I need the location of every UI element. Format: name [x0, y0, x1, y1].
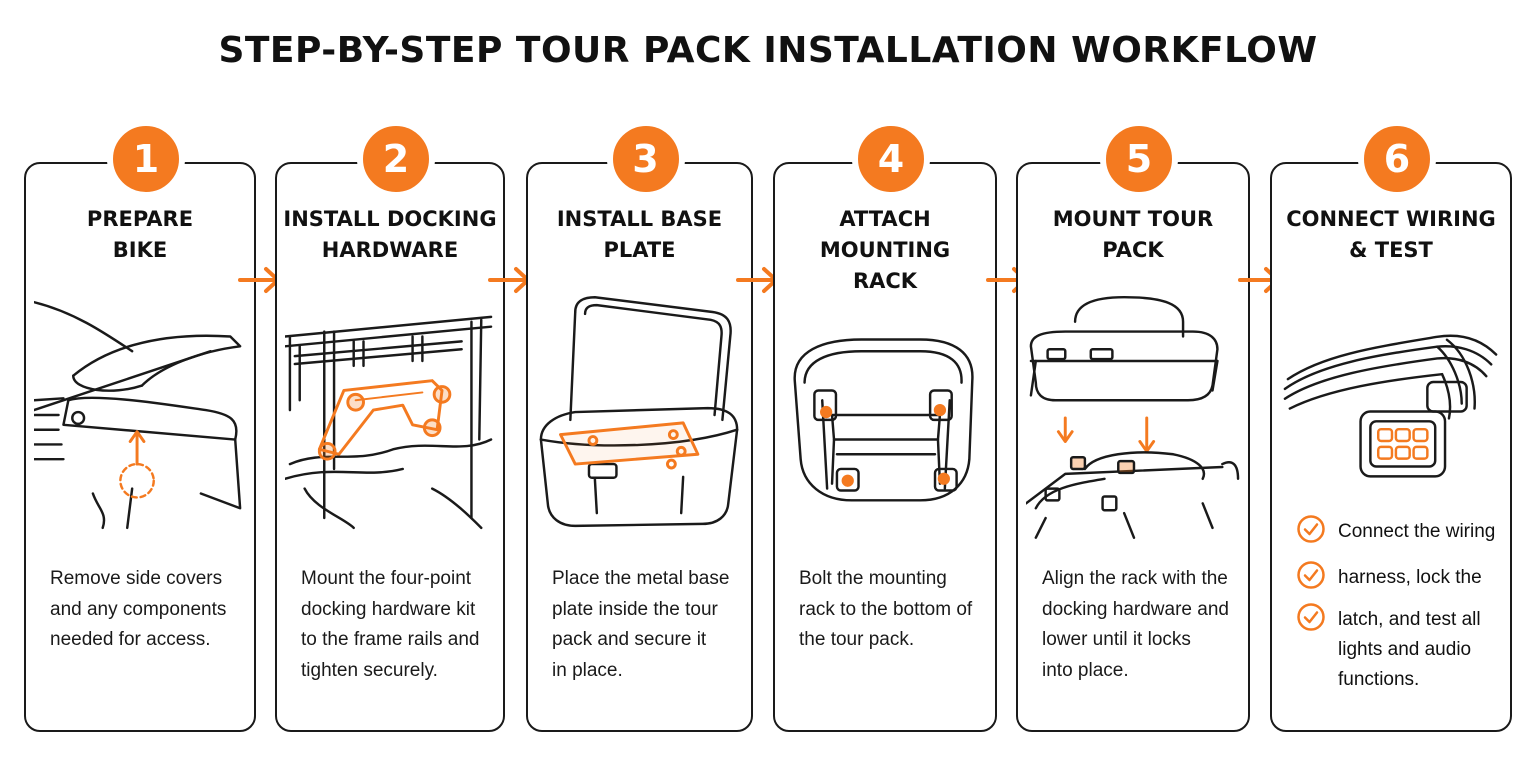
checklist-text: latch, and test all: [1338, 609, 1481, 630]
description-line: needed for access.: [50, 629, 211, 650]
step-title: CONNECT WIRING & TEST: [1278, 204, 1504, 266]
step-description: Align the rack with the docking hardware…: [1042, 564, 1234, 686]
description-line: into place.: [1042, 659, 1129, 681]
step-title-line: HARDWARE: [321, 238, 459, 262]
description-line: Align the rack with the: [1042, 568, 1228, 589]
step-card-4: 4 ATTACH MOUNTING RACK Bolt the mounting…: [773, 120, 997, 732]
description-line: docking hardware and: [1042, 598, 1229, 620]
step-title-line: CONNECT WIRING: [1286, 207, 1496, 231]
motorcycle-side-cover-icon: [32, 290, 246, 540]
step-number-badge: 5: [1100, 120, 1178, 198]
wiring-connector-icon: [1280, 284, 1502, 484]
description-line: in place.: [552, 659, 623, 681]
step-number-badge: 4: [852, 120, 930, 198]
checklist-text: functions.: [1338, 669, 1420, 690]
checklist: Connect the wiring harness, lock the lat…: [1296, 514, 1500, 722]
check-circle-icon: [1297, 603, 1325, 631]
step-card-2: 2 INSTALL DOCKING HARDWARE Mount the fou…: [275, 120, 505, 732]
step-description: Remove side covers and any components ne…: [50, 564, 240, 656]
step-description: Bolt the mounting rack to the bottom of …: [799, 564, 981, 656]
check-circle-icon: [1297, 515, 1325, 543]
checklist-item: latch, and test all lights and audio fun…: [1296, 602, 1500, 722]
checklist-item: Connect the wiring: [1296, 514, 1500, 560]
description-line: the tour pack.: [799, 629, 915, 650]
step-title-line: RACK: [852, 269, 918, 293]
description-line: lower until it locks: [1042, 629, 1191, 650]
description-line: tighten securely.: [301, 659, 438, 681]
description-line: and any components: [50, 598, 227, 620]
description-line: Place the metal base: [552, 568, 730, 589]
mounting-rack-icon: [783, 290, 987, 540]
tour-pack-lowering-icon: [1024, 290, 1240, 540]
step-title: MOUNT TOUR PACK: [1024, 204, 1242, 266]
step-card-3: 3 INSTALL BASE PLATE Place the metal bas…: [526, 120, 753, 732]
description-line: to the frame rails and: [301, 629, 480, 650]
step-title-line: INSTALL BASE: [556, 207, 723, 231]
checklist-text: harness, lock the: [1338, 567, 1482, 588]
step-title: ATTACH MOUNTING RACK: [781, 204, 989, 297]
description-line: Remove side covers: [50, 568, 223, 589]
step-title-line: ATTACH MOUNTING: [819, 207, 951, 262]
checklist-item: harness, lock the: [1296, 560, 1500, 602]
docking-hardware-icon: [283, 290, 495, 540]
step-title: INSTALL BASE PLATE: [534, 204, 745, 266]
step-title: PREPARE BIKE: [32, 204, 248, 266]
checklist-text: Connect the wiring: [1338, 521, 1496, 542]
step-title-line: & TEST: [1349, 238, 1433, 262]
step-description: Place the metal base plate inside the to…: [552, 564, 737, 686]
description-line: docking hardware kit: [301, 598, 476, 620]
step-number-badge: 6: [1358, 120, 1436, 198]
step-description: Mount the four-point docking hardware ki…: [301, 564, 489, 686]
description-line: rack to the bottom of: [799, 598, 973, 620]
step-title-line: BIKE: [112, 238, 168, 262]
description-line: plate inside the tour: [552, 598, 718, 620]
step-card-5: 5 MOUNT TOUR PACK Align the r: [1016, 120, 1250, 732]
step-title-line: PREPARE: [86, 207, 194, 231]
check-circle-icon: [1297, 561, 1325, 589]
step-card-1: 1 PREPARE BIKE Remove side covers and an…: [24, 120, 256, 732]
step-number-badge: 2: [357, 120, 435, 198]
description-line: Mount the four-point: [301, 568, 472, 589]
description-line: pack and secure it: [552, 629, 707, 650]
description-line: Bolt the mounting: [799, 568, 947, 589]
step-number-badge: 3: [606, 120, 685, 198]
step-title-line: INSTALL DOCKING: [283, 207, 497, 231]
page-title: STEP-BY-STEP TOUR PACK INSTALLATION WORK…: [218, 30, 1318, 71]
step-title-line: PLATE: [603, 238, 676, 262]
step-number-badge: 1: [107, 120, 185, 198]
step-title-line: MOUNT TOUR PACK: [1052, 207, 1214, 262]
step-title: INSTALL DOCKING HARDWARE: [283, 204, 497, 266]
step-card-6: 6 CONNECT WIRING & TEST Connect the wiri…: [1270, 120, 1512, 732]
checklist-text: lights and audio: [1338, 639, 1472, 660]
open-tour-pack-icon: [536, 290, 743, 540]
